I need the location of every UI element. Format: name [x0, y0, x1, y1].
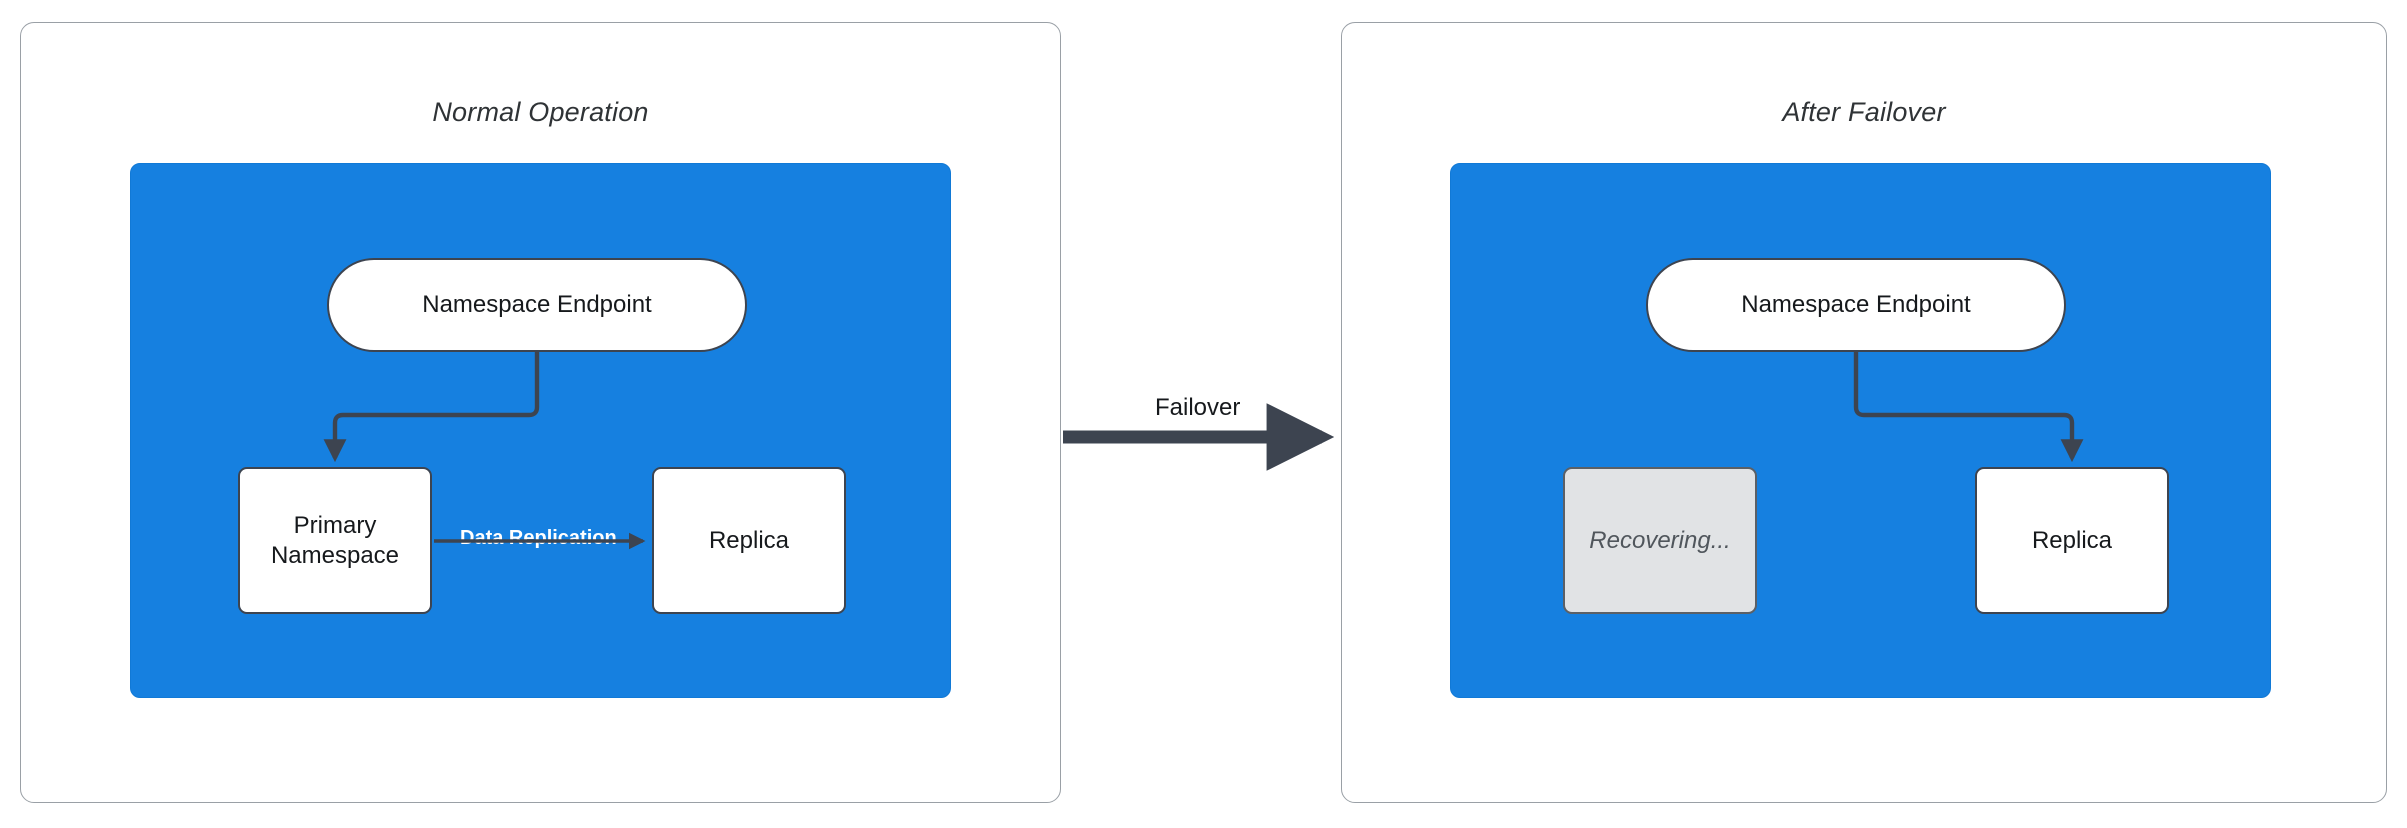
cluster-box-right [1450, 163, 2271, 698]
node-replica-right[interactable]: Replica [1975, 467, 2169, 614]
node-namespace-endpoint-left[interactable]: Namespace Endpoint [327, 258, 747, 352]
node-primary-namespace-label: Primary Namespace [271, 511, 399, 570]
edge-label-failover: Failover [1155, 394, 1241, 421]
panel-title-left: Normal Operation [432, 97, 649, 127]
panel-title-right: After Failover [1782, 97, 1946, 127]
node-namespace-endpoint-right[interactable]: Namespace Endpoint [1646, 258, 2066, 352]
primary-line-2: Namespace [270, 541, 400, 569]
primary-line-1: Primary [293, 512, 377, 540]
node-recovering[interactable]: Recovering... [1563, 467, 1757, 614]
node-replica-left[interactable]: Replica [652, 467, 846, 614]
edge-label-data-replication: Data Replication [460, 527, 617, 549]
cluster-box-left [130, 163, 951, 698]
node-primary-namespace[interactable]: Primary Namespace [238, 467, 432, 614]
